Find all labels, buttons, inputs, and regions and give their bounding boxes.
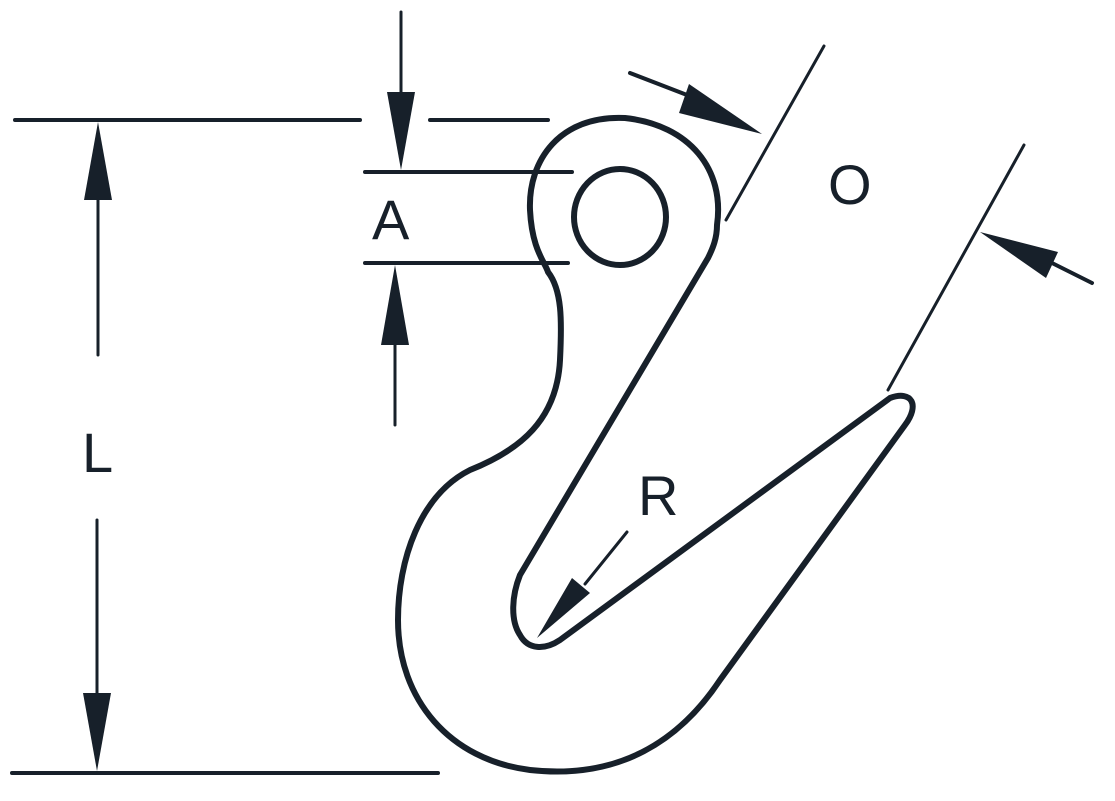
label-R: R (638, 464, 679, 527)
label-A: A (372, 188, 410, 251)
label-O: O (828, 153, 872, 216)
hook-body (395, 114, 916, 775)
label-L: L (82, 421, 114, 484)
dimension-R (537, 530, 629, 638)
dimension-A (381, 10, 415, 427)
dimension-L (83, 122, 112, 771)
extension-lines (10, 44, 1026, 775)
dimension-O (628, 71, 1094, 285)
